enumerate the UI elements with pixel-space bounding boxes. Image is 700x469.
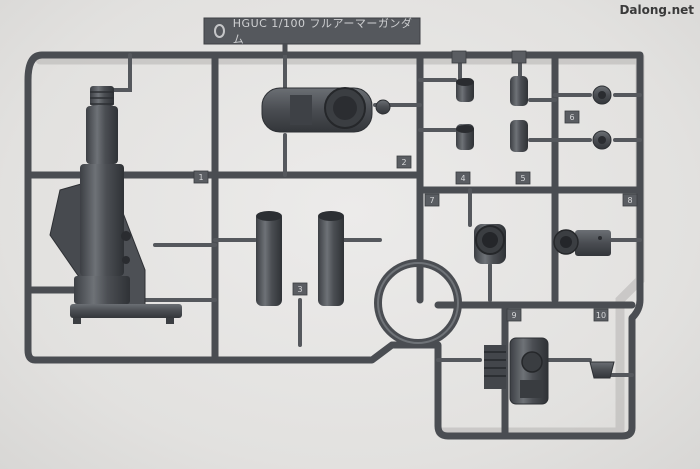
- part-tiny-clip: [589, 361, 615, 379]
- sprue-ring-highlight: [377, 262, 459, 344]
- part-bracket: [553, 229, 611, 256]
- part-number-4: 4: [460, 174, 466, 183]
- number-tabs: [193, 50, 638, 322]
- part-number-5: 5: [520, 174, 526, 183]
- part-socket: [474, 224, 506, 264]
- part-number-1: 1: [198, 173, 204, 182]
- part-number-2: 2: [401, 158, 407, 167]
- part-small-joints: [456, 76, 612, 152]
- part-number-10: 10: [595, 311, 607, 320]
- part-number-3: 3: [297, 285, 303, 294]
- part-cylinders: [256, 211, 344, 306]
- part-number-7: 7: [429, 196, 435, 205]
- runner-gates: [108, 53, 642, 377]
- part-backpack: [484, 337, 549, 405]
- frame-shadow: [35, 55, 645, 437]
- sprue-title-plate: [203, 17, 421, 45]
- watermark: Dalong.net: [619, 3, 694, 17]
- sprue-title: HGUC 1/100 フルアーマーガンダム: [206, 17, 418, 46]
- part-shoulder-block: [261, 87, 391, 133]
- bandai-logo-icon: [214, 24, 225, 38]
- part-number-6: 6: [569, 113, 575, 122]
- runner-frame: [24, 51, 644, 440]
- part-number-9: 9: [511, 311, 517, 320]
- sprue-title-text: HGUC 1/100 フルアーマーガンダム: [232, 17, 413, 46]
- part-barrel: [49, 86, 182, 324]
- part-number-8: 8: [627, 196, 633, 205]
